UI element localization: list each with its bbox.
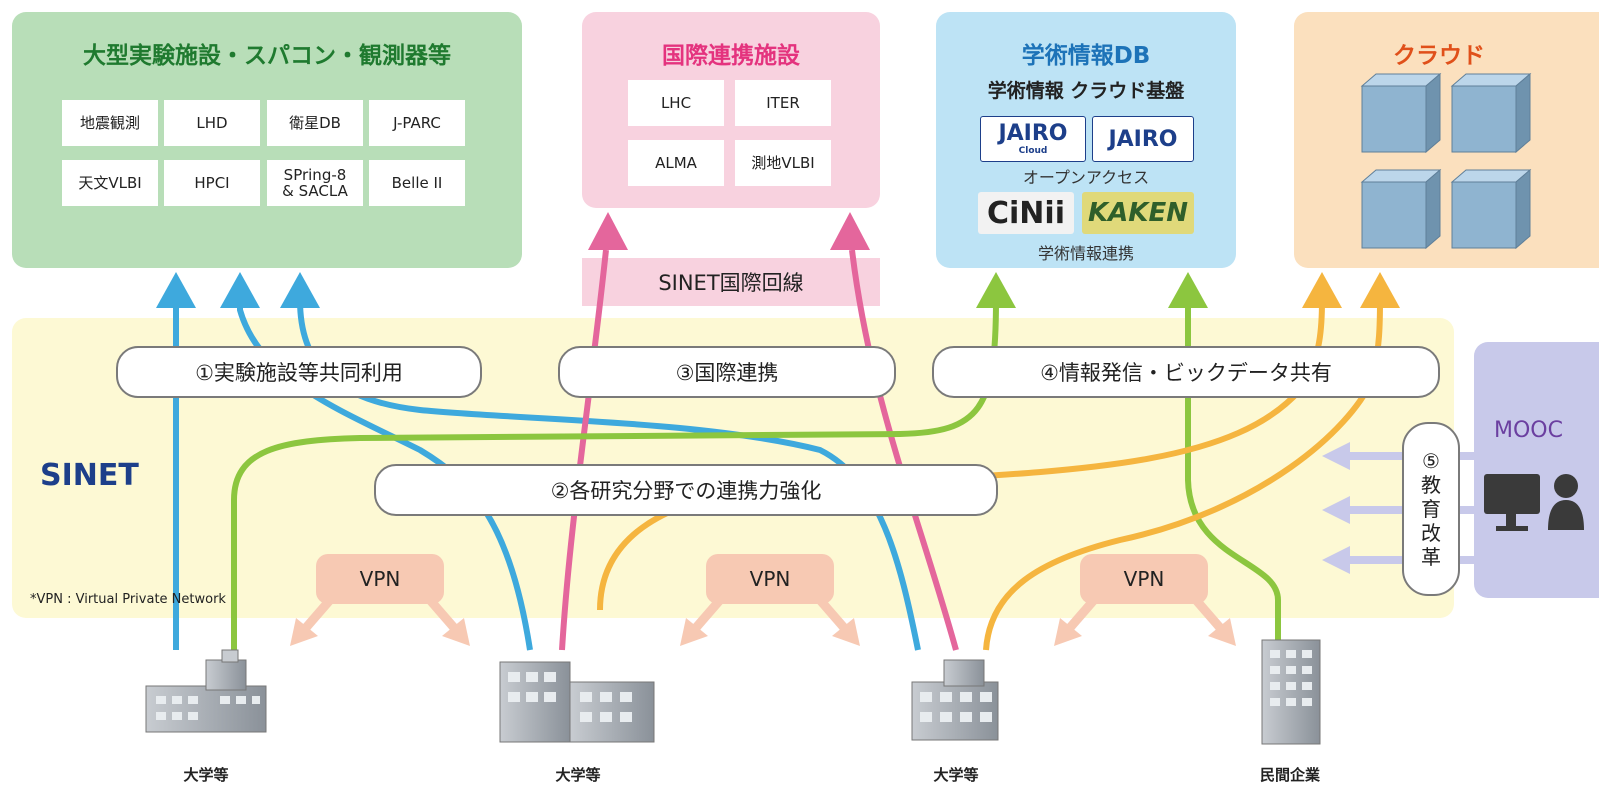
cinii-logo: CiNii	[978, 192, 1074, 234]
education-reform-number: ⑤	[1422, 449, 1440, 473]
open-access-label: オープンアクセス	[1022, 168, 1150, 187]
academic-db-title: 学術情報DB	[1021, 43, 1151, 69]
vpn-footnote: *VPN : Virtual Private Network	[30, 592, 226, 607]
cloud-panel: クラウド	[1294, 12, 1599, 268]
facility-cell: 天文VLBI	[62, 160, 158, 206]
experiment-panel: 大型実験施設・スパコン・観測器等 地震観測 LHD 衛星DB J-PARC 天文…	[12, 12, 522, 268]
facility-cell: Belle II	[369, 160, 465, 206]
education-reform-pill: ⑤ 教 育 改 革	[1402, 422, 1460, 596]
education-reform-char: 革	[1421, 545, 1441, 569]
mooc-title: MOOC	[1494, 418, 1563, 443]
jairo-cloud-logo: JAIRO Cloud	[980, 116, 1086, 162]
jairo-logo: JAIRO	[1092, 116, 1194, 162]
green-arrowheads	[976, 272, 1208, 308]
building-label: 大学等	[933, 766, 979, 784]
server-icon	[1360, 72, 1532, 250]
experiment-panel-title: 大型実験施設・スパコン・観測器等	[83, 43, 451, 69]
facility-cell: ITER	[735, 80, 831, 126]
cinii-logo-text: CiNii	[987, 195, 1065, 231]
education-reform-char: 育	[1421, 497, 1441, 521]
shared-facility-use-pill: ①実験施設等共同利用	[116, 346, 482, 398]
academic-link-label: 学術情報連携	[1037, 244, 1134, 263]
facility-cell: 測地VLBI	[735, 140, 831, 186]
facility-cell: ALMA	[628, 140, 724, 186]
facility-cell: 衛星DB	[267, 100, 363, 146]
jairo-logo-text: JAIRO	[1108, 126, 1178, 152]
education-reform-char: 改	[1421, 521, 1441, 545]
sinet-label: SINET	[40, 458, 139, 493]
academic-db-panel: 学術情報DB 学術情報 クラウド基盤 JAIRO Cloud JAIRO オープ…	[936, 12, 1236, 268]
jairo-cloud-text: Cloud	[1018, 146, 1048, 156]
building-label: 民間企業	[1259, 766, 1320, 784]
facility-cell: 地震観測	[62, 100, 158, 146]
computer-user-icon	[1484, 474, 1584, 531]
international-collab-pill: ③国際連携	[558, 346, 896, 398]
building-label: 大学等	[183, 766, 229, 784]
facility-cell: LHC	[628, 80, 724, 126]
facility-cell: LHD	[164, 100, 260, 146]
university-building-icon	[911, 659, 999, 741]
cloud-panel-title: クラウド	[1393, 43, 1485, 69]
academic-db-subtitle: 学術情報 クラウド基盤	[987, 80, 1185, 102]
blue-arrowheads	[156, 272, 320, 308]
vpn-box: VPN	[316, 554, 444, 604]
university-building-icon	[499, 661, 655, 743]
education-reform-char: 教	[1421, 473, 1441, 497]
building-label: 大学等	[555, 766, 601, 784]
international-panel: 国際連携施設 LHC ITER ALMA 測地VLBI	[582, 12, 880, 208]
international-panel-title: 国際連携施設	[662, 43, 800, 69]
vpn-box: VPN	[706, 554, 834, 604]
orange-arrowheads	[1302, 272, 1400, 308]
vpn-box: VPN	[1080, 554, 1208, 604]
mooc-panel: MOOC	[1474, 342, 1599, 598]
pink-arrowheads	[588, 212, 870, 250]
info-dissemination-pill: ④情報発信・ビックデータ共有	[932, 346, 1440, 398]
kaken-logo: KAKEN	[1082, 192, 1194, 234]
facility-cell: J-PARC	[369, 100, 465, 146]
university-building-icon	[145, 649, 267, 733]
jairo-logo-text: JAIRO	[998, 121, 1068, 146]
vpn-arrow-icon	[290, 597, 1236, 646]
research-field-collab-pill: ②各研究分野での連携力強化	[374, 464, 998, 516]
company-building-icon	[1261, 639, 1321, 745]
pink-lines	[559, 249, 959, 651]
facility-cell: SPring-8 & SACLA	[267, 160, 363, 206]
sinet-international-line: SINET国際回線	[582, 258, 880, 306]
facility-cell: HPCI	[164, 160, 260, 206]
kaken-logo-text: KAKEN	[1088, 198, 1188, 228]
